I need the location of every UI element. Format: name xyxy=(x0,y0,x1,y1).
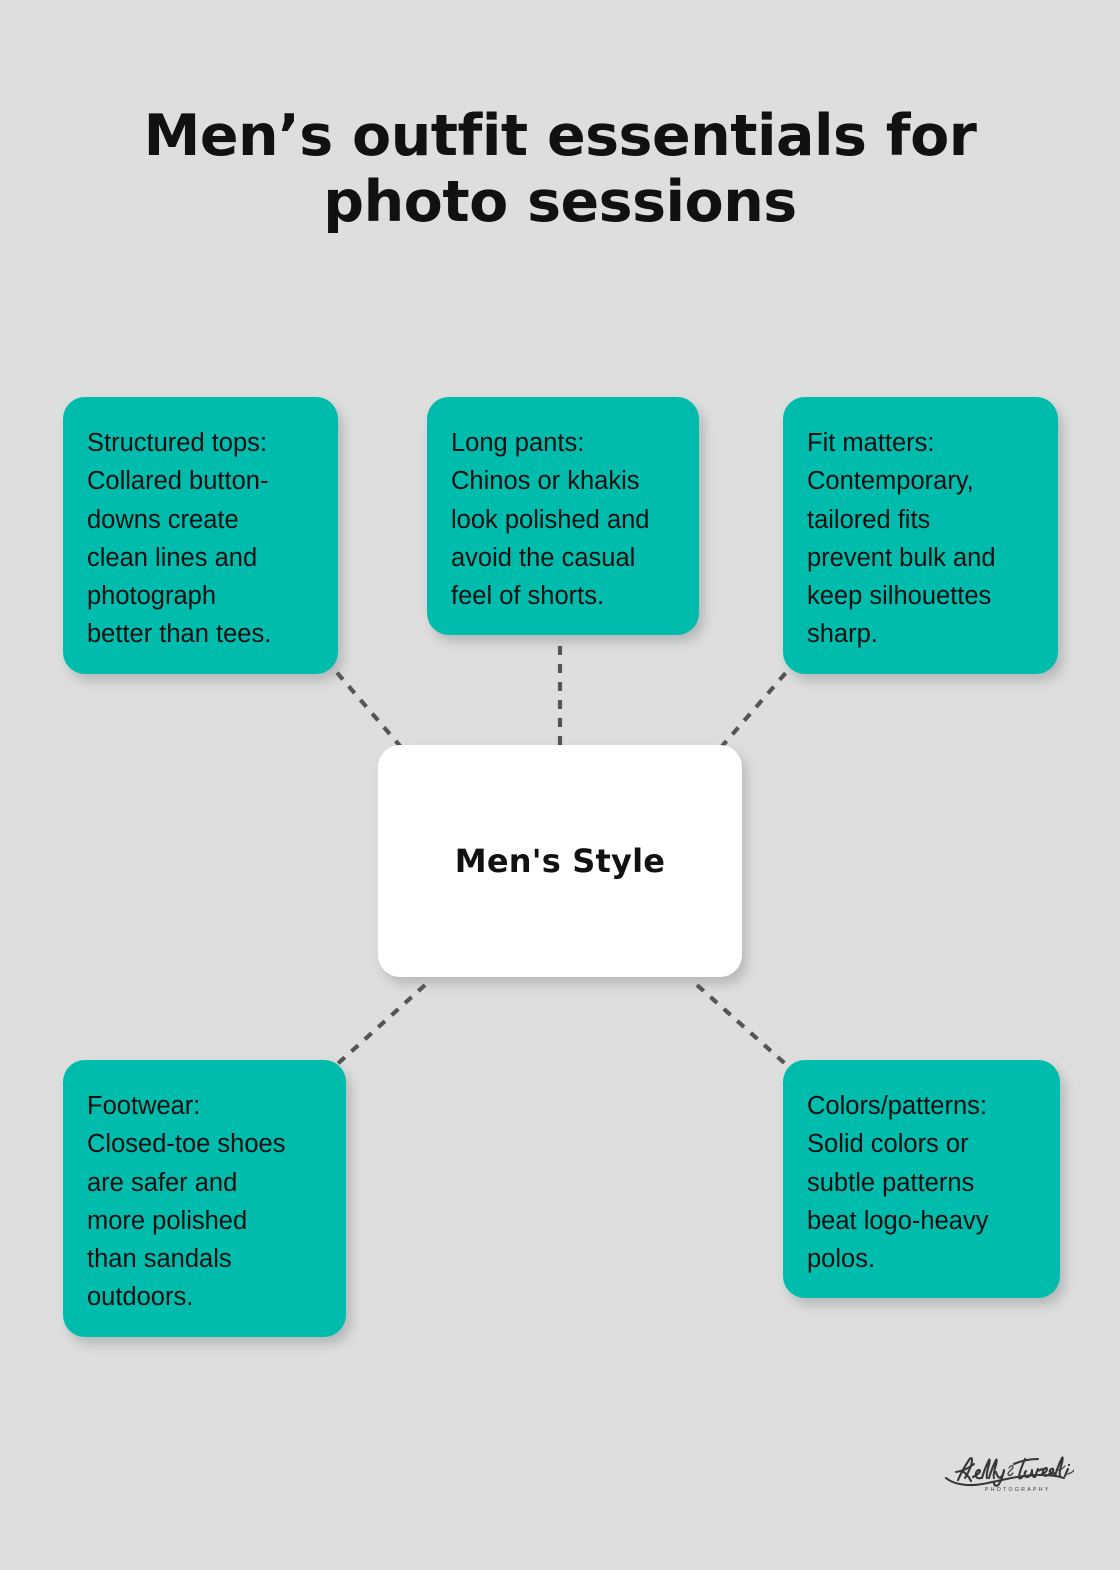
node-footwear[interactable]: Footwear: Closed-toe shoes are safer and… xyxy=(63,1060,346,1337)
node-colors-patterns[interactable]: Colors/patterns: Solid colors or subtle … xyxy=(783,1060,1060,1298)
signature-subtitle: PHOTOGRAPHY xyxy=(985,1487,1051,1493)
connector-center-to-colors-patterns xyxy=(695,983,792,1070)
node-long-pants[interactable]: Long pants: Chinos or khakis look polish… xyxy=(427,397,699,635)
connector-center-to-footwear xyxy=(331,983,427,1070)
signature-watermark-icon xyxy=(944,1452,1074,1502)
node-center-mens-style[interactable]: Men's Style xyxy=(378,745,742,977)
node-fit-matters[interactable]: Fit matters: Contemporary, tailored fits… xyxy=(783,397,1058,674)
center-node-label: Men's Style xyxy=(454,842,666,880)
page-title: Men’s outfit essentials for photo sessio… xyxy=(143,103,977,235)
node-structured-tops[interactable]: Structured tops: Collared button- downs … xyxy=(63,397,338,674)
